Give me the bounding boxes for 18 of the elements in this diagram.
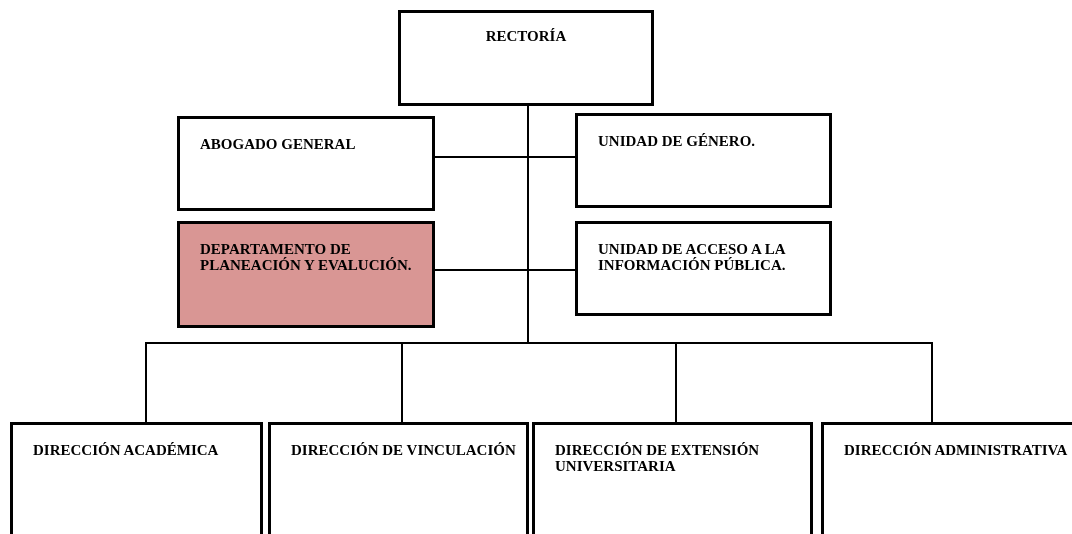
org-box <box>268 422 529 534</box>
org-box <box>10 422 263 534</box>
org-box <box>532 422 813 534</box>
unit-name: DIRECCIÓN ADMINISTRATIVA <box>844 443 1069 459</box>
unit-name: DIRECCIÓN ACADÉMICA <box>33 443 220 459</box>
unit-name: DIRECCIÓN DE VINCULACIÓN <box>291 443 517 459</box>
org-box <box>177 221 435 328</box>
unit-name: DIRECCIÓN DE EXTENSIÓN UNIVERSITARIA <box>555 443 761 475</box>
org-box <box>575 113 832 208</box>
unit-name: DEPARTAMENTO DE PLANEACIÓN Y EVALUCIÓN. <box>200 242 413 274</box>
org-box <box>177 116 435 211</box>
unit-name: RECTORÍA <box>484 29 568 45</box>
unit-name: ABOGADO GENERAL <box>200 137 357 153</box>
org-box <box>821 422 1072 534</box>
unit-name: UNIDAD DE GÉNERO. <box>598 134 757 150</box>
org-box <box>575 221 832 316</box>
unit-name: UNIDAD DE ACCESO A LA INFORMACIÓN PÚBLICA. <box>598 242 787 274</box>
org-box <box>398 10 654 106</box>
